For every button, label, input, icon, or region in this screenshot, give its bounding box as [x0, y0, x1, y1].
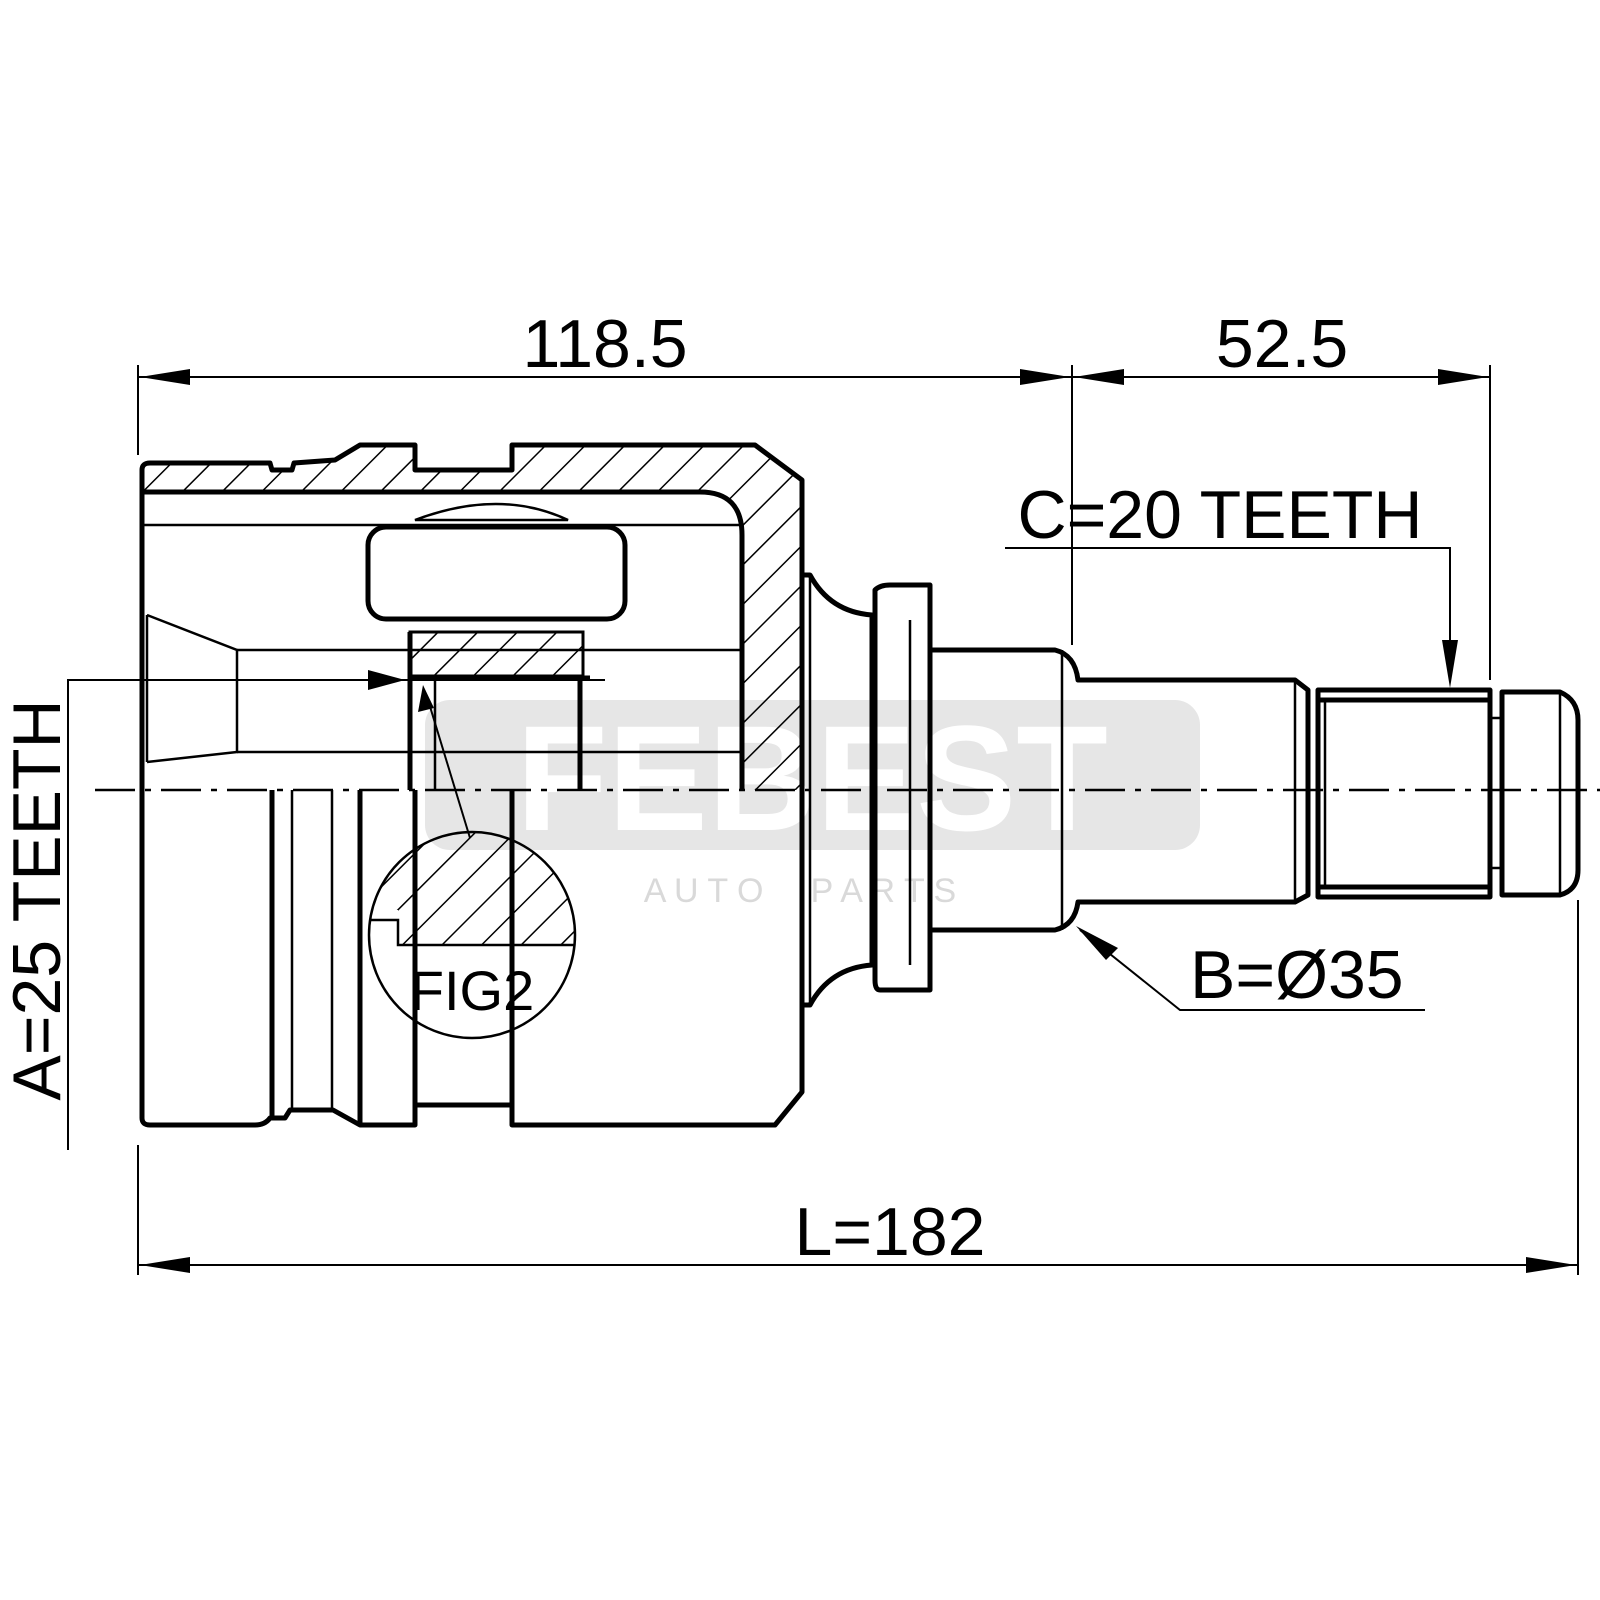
- watermark: FEBEST A U T O P A R T S: [425, 694, 1200, 910]
- housing-section: [139, 442, 805, 1128]
- shaft: [802, 572, 1581, 1008]
- dim-total-length: L=182: [795, 1194, 986, 1270]
- dim-118-5: 118.5: [522, 306, 687, 382]
- roller: [365, 524, 628, 622]
- fig2-label: FIG2: [410, 959, 534, 1022]
- dim-52-5: 52.5: [1216, 306, 1348, 382]
- label-a-teeth: A=25 TEETH: [0, 699, 75, 1100]
- dimensions: 118.5 52.5 C=20 TEETH B=Ø35 A=25 TEETH L…: [0, 306, 1579, 1275]
- watermark-brand: FEBEST: [516, 694, 1108, 862]
- label-c-teeth: C=20 TEETH: [1017, 477, 1422, 553]
- label-b-diameter: B=Ø35: [1190, 937, 1404, 1013]
- fig2-detail: FIG2: [367, 685, 577, 1040]
